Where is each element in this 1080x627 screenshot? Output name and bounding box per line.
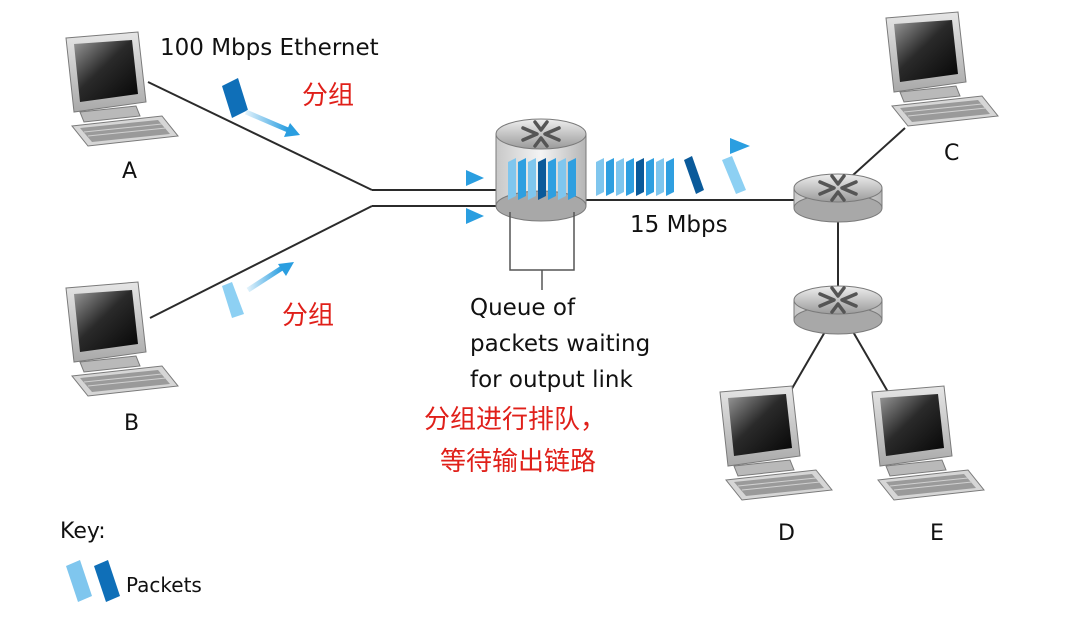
host-label-a: A: [122, 159, 137, 184]
packet-from-a: [222, 78, 248, 118]
link-to-d: [789, 329, 827, 393]
host-label-d: D: [778, 521, 795, 546]
arrow-a: [245, 109, 300, 137]
label-queue-line3: for output link: [470, 367, 633, 393]
host-d-computer: [719, 385, 833, 501]
link-to-c: [851, 127, 906, 177]
host-e-computer: [871, 385, 985, 501]
label-queue-cn-line1: 分组进行排队，: [424, 405, 606, 435]
label-link-a: 100 Mbps Ethernet: [160, 35, 379, 61]
label-queue-line1: Queue of: [470, 295, 576, 321]
host-b-computer: [65, 281, 179, 397]
packet-from-b: [222, 282, 244, 318]
key: Key: Packets: [60, 519, 202, 602]
host-label-b: B: [124, 411, 139, 436]
link-a: [147, 81, 373, 191]
arrow-in-bottom: [382, 208, 484, 224]
arrows: [245, 109, 750, 293]
key-title: Key:: [60, 519, 106, 544]
key-packets-label: Packets: [126, 573, 202, 597]
host-label-c: C: [944, 141, 959, 166]
links: [147, 81, 906, 393]
arrow-b: [246, 262, 294, 293]
queued-packets: [508, 158, 576, 200]
label-packet-cn-a: 分组: [302, 81, 354, 111]
label-queue-cn-line2: 等待输出链路: [440, 447, 596, 477]
link-b: [149, 205, 373, 319]
host-label-e: E: [930, 521, 944, 546]
label-queue-line2: packets waiting: [470, 331, 650, 357]
queue-router: [495, 118, 587, 222]
arrow-in-top: [382, 170, 484, 186]
host-c-computer: [885, 11, 999, 127]
label-link-out: 15 Mbps: [630, 212, 728, 238]
arrow-out: [598, 138, 750, 154]
queue-bracket: [509, 212, 575, 290]
outgoing-packets: [596, 156, 746, 196]
router-de: [792, 284, 884, 336]
label-packet-cn-b: 分组: [282, 301, 334, 331]
key-packets-icon: [66, 560, 120, 602]
link-to-e: [851, 329, 889, 393]
router-c: [792, 172, 884, 224]
